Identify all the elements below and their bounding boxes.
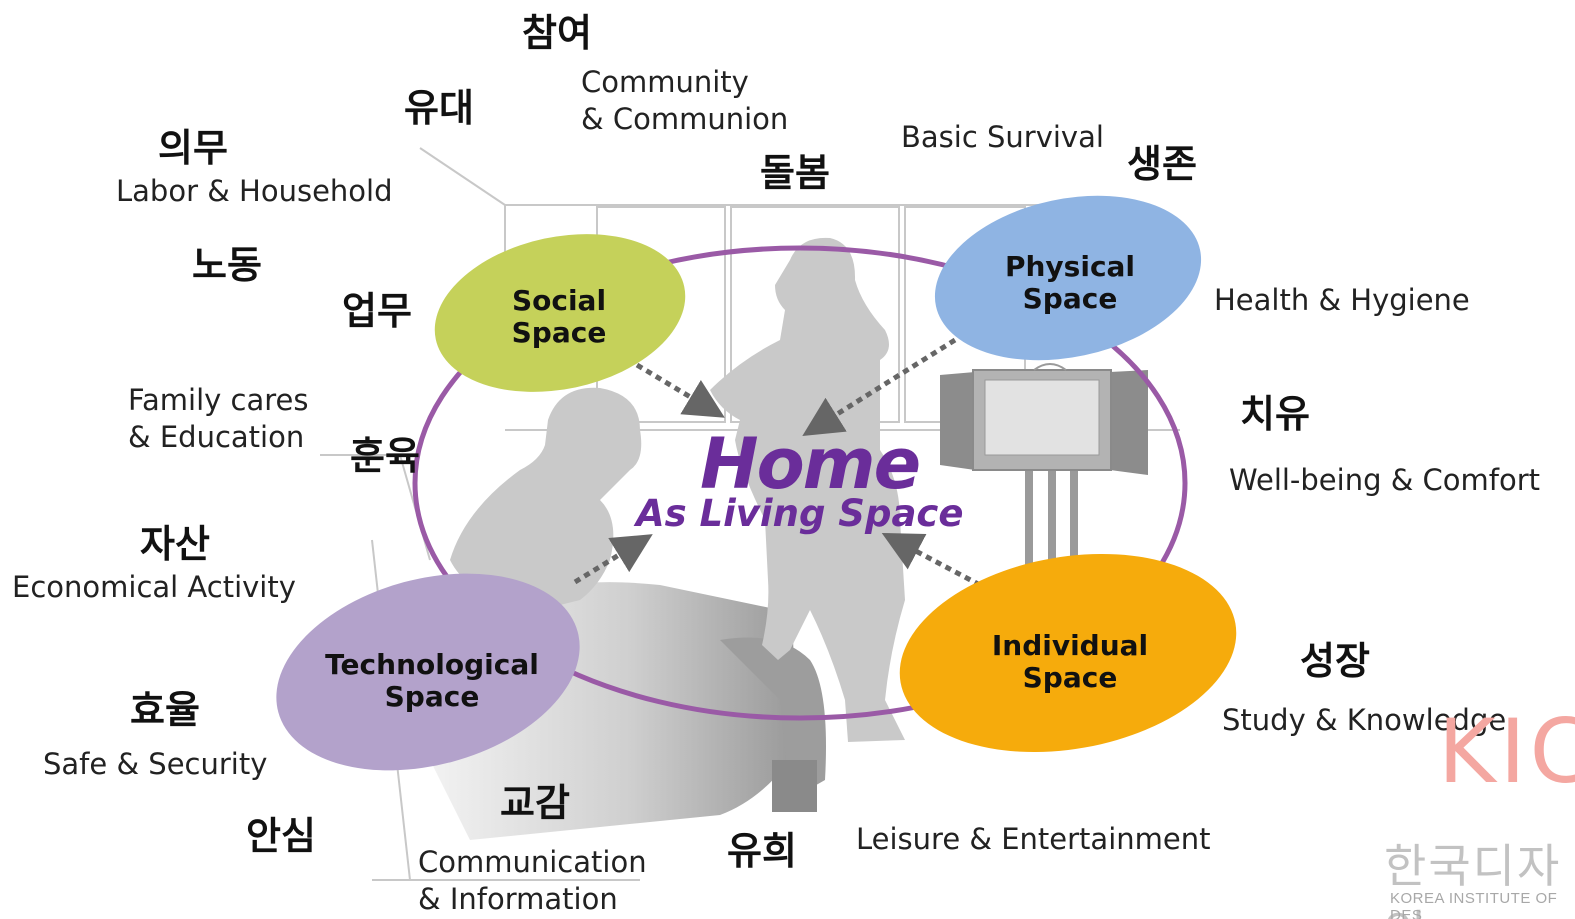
center-subtitle: As Living Space [636, 492, 964, 535]
korean-term-growth: 성장 [1300, 639, 1370, 683]
korean-term-efficiency: 효율 [130, 688, 200, 732]
individual-space-line1: Individual [991, 629, 1149, 662]
korean-term-play: 유희 [727, 829, 797, 873]
physical-space-line1: Physical [1004, 250, 1136, 283]
physical-space-label: Physical Space [985, 251, 1155, 315]
english-term-wellbeing: Well-being & Comfort [1229, 463, 1541, 497]
physical-space-line2: Space [1022, 282, 1118, 315]
living-space-ring [412, 245, 1188, 721]
korean-term-empathy: 교감 [500, 781, 570, 825]
arrows [573, 337, 982, 588]
family-cares-line2: & Education [128, 420, 305, 454]
family-cares-line1: Family cares [128, 383, 309, 417]
physical-space-ellipse [934, 195, 1202, 361]
individual-space-line2: Space [1022, 661, 1118, 694]
english-term-safe-security: Safe & Security [43, 747, 268, 781]
english-term-basic-survival: Basic Survival [901, 120, 1104, 154]
korean-term-participation: 참여 [522, 11, 592, 55]
korean-term-bond: 유대 [404, 86, 474, 130]
watermark-logo: KIC [1438, 700, 1575, 803]
communication-line2: & Information [418, 882, 618, 916]
community-line2: & Communion [581, 102, 789, 136]
english-term-economical: Economical Activity [12, 570, 296, 604]
watermark-korean: 한국디자인 [1384, 839, 1562, 919]
standing-person-silhouette [710, 237, 905, 742]
technological-space-line1: Technological [325, 648, 539, 681]
technological-space-label: Technological Space [302, 649, 562, 713]
korean-term-care: 돌봄 [760, 151, 830, 195]
english-term-communication: Communication & Information [418, 844, 647, 918]
technological-space-line2: Space [384, 680, 480, 713]
individual-space-label: Individual Space [975, 630, 1165, 694]
english-term-leisure: Leisure & Entertainment [856, 822, 1211, 856]
korean-term-upbringing: 훈육 [350, 434, 420, 478]
center-title: Home [700, 423, 921, 505]
social-space-ellipse [434, 234, 686, 392]
social-space-line1: Social [511, 284, 607, 317]
social-space-label: Social Space [480, 285, 638, 349]
community-line1: Community [581, 65, 749, 99]
english-term-labor-household: Labor & Household [116, 174, 393, 208]
english-term-family-cares: Family cares & Education [128, 382, 309, 456]
english-term-community: Community & Communion [581, 64, 788, 138]
english-term-health-hygiene: Health & Hygiene [1214, 283, 1470, 317]
korean-term-duty: 의무 [158, 126, 228, 170]
communication-line1: Communication [418, 845, 647, 879]
social-space-line2: Space [511, 316, 607, 349]
seated-person-silhouette [450, 387, 642, 610]
technological-space-ellipse [276, 573, 580, 771]
korean-term-asset: 자산 [140, 522, 210, 566]
korean-term-work: 업무 [342, 289, 412, 333]
korean-term-healing: 치유 [1240, 392, 1310, 436]
korean-term-safety: 안심 [246, 814, 316, 858]
tv-illustration [940, 363, 1148, 585]
individual-space-ellipse [899, 553, 1237, 753]
english-term-study: Study & Knowledge [1222, 703, 1507, 737]
korean-term-survival: 생존 [1127, 142, 1197, 186]
watermark-english: KOREA INSTITUTE OF DES [1390, 890, 1558, 919]
korean-term-labor: 노동 [192, 243, 262, 287]
